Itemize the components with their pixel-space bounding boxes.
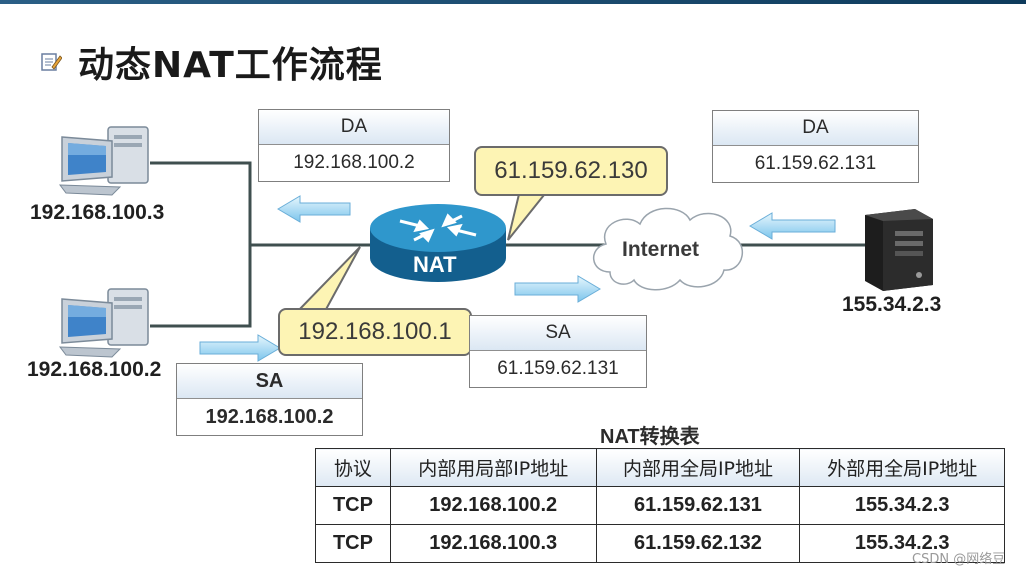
nat-table: 协议 内部用局部IP地址 内部用全局IP地址 外部用全局IP地址 TCP 192… bbox=[315, 448, 1005, 563]
table-row: TCP 192.168.100.2 61.159.62.131 155.34.2… bbox=[315, 486, 1005, 525]
da-header: DA bbox=[259, 110, 449, 145]
sa-value: 61.159.62.131 bbox=[497, 358, 619, 379]
sa-box-left: SA 192.168.100.2 bbox=[176, 363, 363, 436]
nat-table-title: NAT转换表 bbox=[600, 426, 700, 448]
computer-icon bbox=[58, 126, 149, 196]
da-box-right: DA 61.159.62.131 bbox=[712, 110, 919, 183]
host-label-192-168-100-2: 192.168.100.2 bbox=[27, 358, 162, 381]
arrow-left-lan bbox=[277, 195, 351, 223]
arrow-right-router bbox=[514, 275, 601, 303]
arrow-right-host bbox=[199, 334, 281, 362]
internet-label: Internet bbox=[622, 238, 700, 261]
table-cell: 61.159.62.132 bbox=[595, 524, 801, 563]
column-header: 外部用全局IP地址 bbox=[799, 448, 1005, 487]
da-header: DA bbox=[713, 111, 918, 146]
arrow-left-server bbox=[749, 212, 836, 240]
column-header: 内部用局部IP地址 bbox=[389, 448, 597, 487]
table-cell: 192.168.100.3 bbox=[389, 524, 597, 563]
table-cell: 155.34.2.3 bbox=[799, 524, 1005, 563]
server-label: 155.34.2.3 bbox=[842, 293, 942, 316]
public-ip-callout-pointer bbox=[507, 189, 551, 241]
router-icon bbox=[370, 204, 506, 282]
table-cell: 192.168.100.2 bbox=[389, 486, 597, 525]
sa-box-middle: SA 61.159.62.131 bbox=[469, 315, 647, 388]
table-header-row: 协议 内部用局部IP地址 内部用全局IP地址 外部用全局IP地址 bbox=[315, 448, 1005, 487]
server-icon bbox=[865, 209, 933, 291]
internet-cloud bbox=[593, 207, 744, 291]
table-cell: 61.159.62.131 bbox=[595, 486, 801, 525]
table-row: TCP 192.168.100.3 61.159.62.132 155.34.2… bbox=[315, 524, 1005, 563]
table-cell: TCP bbox=[315, 524, 391, 563]
router-label: NAT bbox=[413, 252, 457, 277]
host-label-192-168-100-3: 192.168.100.3 bbox=[30, 201, 165, 224]
table-cell: 155.34.2.3 bbox=[799, 486, 1005, 525]
private-ip-callout-pointer bbox=[293, 246, 361, 314]
da-value: 192.168.100.2 bbox=[293, 152, 415, 173]
public-ip-callout: 61.159.62.130 bbox=[474, 146, 668, 196]
private-ip-callout: 192.168.100.1 bbox=[278, 308, 472, 356]
sa-value: 192.168.100.2 bbox=[205, 406, 334, 428]
da-box-left: DA 192.168.100.2 bbox=[258, 109, 450, 182]
lan-link bbox=[150, 161, 252, 328]
page-title: 动态NAT工作流程 bbox=[78, 45, 383, 86]
computer-icon bbox=[58, 288, 149, 358]
note-icon bbox=[41, 53, 62, 71]
table-cell: TCP bbox=[315, 486, 391, 525]
sa-header: SA bbox=[470, 316, 646, 351]
top-bar bbox=[0, 0, 1026, 4]
sa-header: SA bbox=[177, 364, 362, 399]
connection-lines bbox=[150, 161, 875, 328]
da-value: 61.159.62.131 bbox=[754, 153, 877, 174]
watermark: CSDN @网络豆 bbox=[912, 552, 1006, 567]
column-header: 内部用全局IP地址 bbox=[595, 448, 801, 487]
column-header: 协议 bbox=[315, 448, 391, 487]
